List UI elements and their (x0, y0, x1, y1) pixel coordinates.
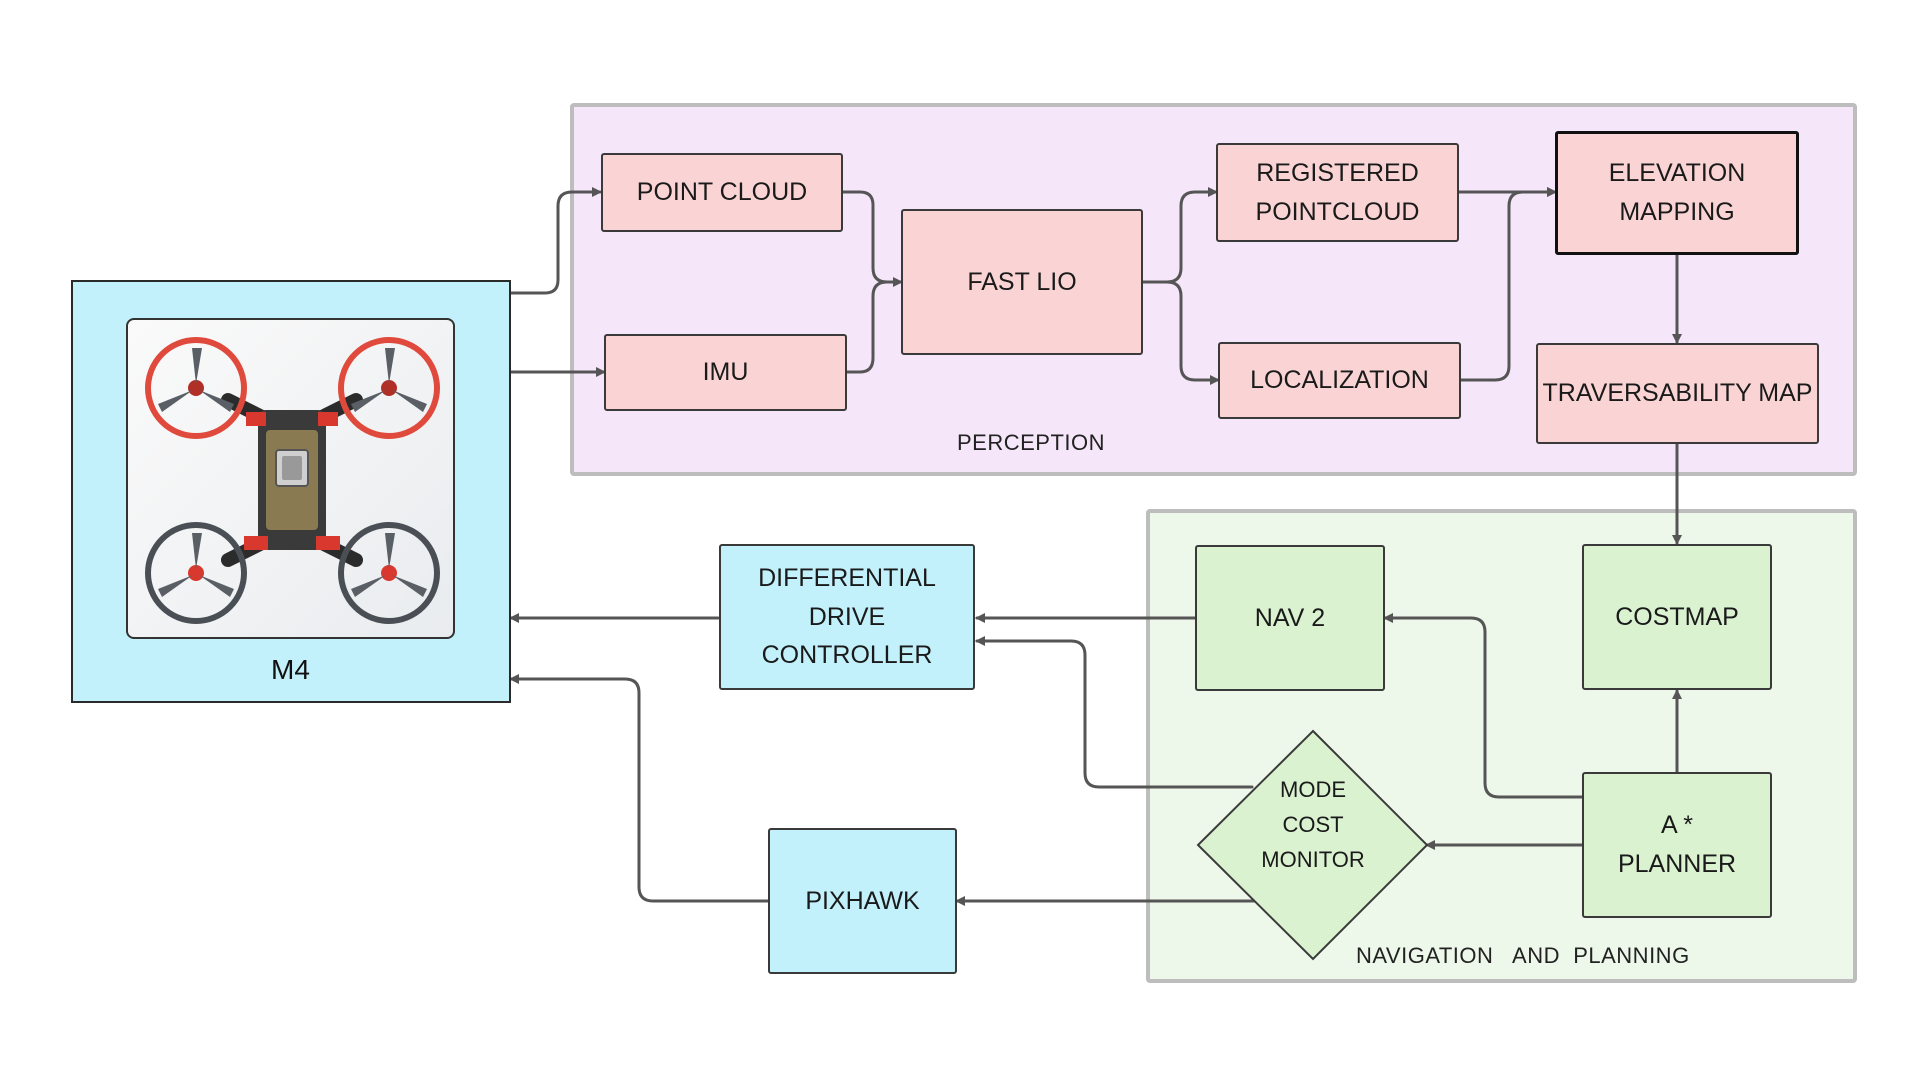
nav2-node: NAV 2 (1195, 545, 1385, 691)
edge-fastlio-registered (1141, 187, 1218, 284)
edge-m4-pointcloud (509, 187, 602, 295)
fast-lio-node: FAST LIO (901, 209, 1143, 355)
imu-node: IMU (604, 334, 847, 411)
elevation-mapping-node: ELEVATION MAPPING (1555, 131, 1799, 255)
costmap-node: COSTMAP (1582, 544, 1772, 690)
localization-node: LOCALIZATION (1218, 342, 1461, 419)
mode-cost-monitor-shape (1196, 729, 1429, 961)
point-cloud-node: POINT CLOUD (601, 153, 843, 232)
edge-localization-elevation (1459, 187, 1557, 382)
edge-pointcloud-fastlio (841, 190, 903, 287)
differential-drive-controller-node: DIFFERENTIAL DRIVE CONTROLLER (719, 544, 975, 690)
traversability-map-node: TRAVERSABILITY MAP (1536, 343, 1819, 444)
robot-image (126, 318, 455, 639)
edge-pixhawk-m4 (509, 674, 770, 903)
edge-imu-fastlio (845, 280, 903, 374)
edge-astar-nav2 (1383, 613, 1584, 799)
m4-label: M4 (271, 654, 310, 685)
perception-group-title: PERCEPTION (957, 430, 1106, 455)
a-star-planner-node: A * PLANNER (1582, 772, 1772, 918)
pixhawk-node: PIXHAWK (768, 828, 957, 974)
mode-cost-monitor-label: MODE COST MONITOR (1261, 777, 1365, 873)
edge-monitor-ddc (975, 636, 1254, 789)
navigation-group-title: NAVIGATION AND PLANNING (1356, 943, 1690, 968)
edge-fastlio-localization (1165, 280, 1220, 385)
robot-icon (145, 337, 440, 624)
registered-pointcloud-node: REGISTERED POINTCLOUD (1216, 143, 1459, 242)
